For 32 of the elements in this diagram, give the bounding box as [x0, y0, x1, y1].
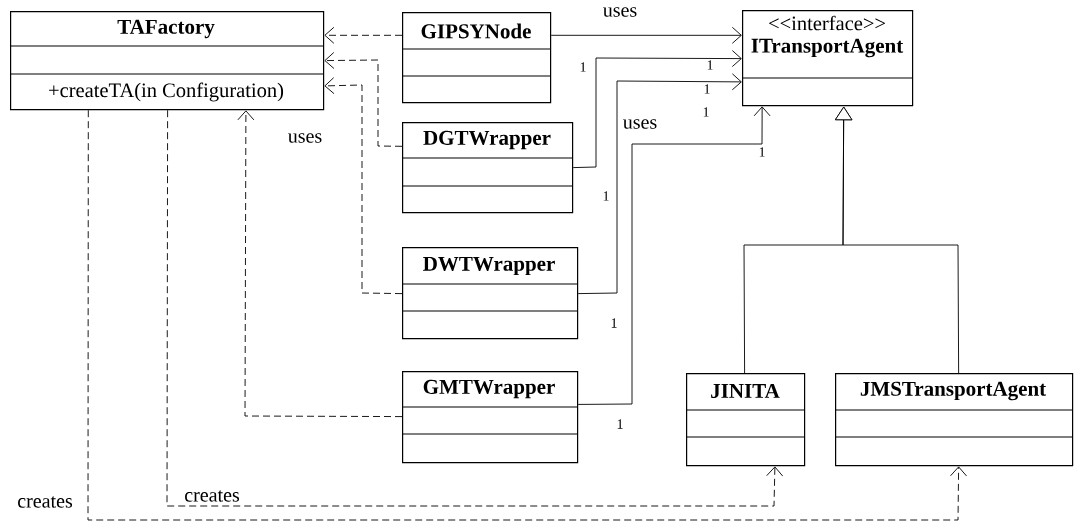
multiplicity-label: 1: [603, 191, 609, 201]
edge-label: creates: [183, 489, 241, 503]
class-box: DWTWrapper: [401, 247, 579, 340]
class-box: <<interface>> ITransportAgent: [741, 10, 914, 107]
multiplicity-label: 1: [617, 419, 623, 429]
association-arrow: [577, 106, 771, 405]
class-box: JINITA: [685, 373, 806, 467]
multiplicity-label: 1: [759, 147, 765, 157]
association-arrow: [550, 26, 742, 44]
generalization-arrow: [834, 106, 960, 374]
edge-label: uses: [286, 132, 324, 144]
dependency-arrow: [166, 109, 784, 507]
edge-label: creates: [16, 495, 74, 509]
edge-label: uses: [601, 6, 639, 18]
class-box: JMSTransportAgent: [834, 373, 1074, 467]
multiplicity-label: 1: [580, 62, 586, 72]
association-arrow: [572, 50, 742, 169]
class-box: GIPSYNode: [401, 12, 552, 104]
dependency-arrow: [237, 110, 403, 418]
dependency-arrow: [324, 26, 403, 44]
dependency-arrow: [324, 52, 403, 147]
multiplicity-label: 1: [611, 318, 617, 328]
association-arrow: [577, 73, 742, 295]
multiplicity-label: 1: [704, 84, 710, 94]
multiplicity-label: 1: [707, 60, 713, 70]
class-box: DGTWrapper: [401, 122, 574, 214]
edge-label: uses: [621, 118, 659, 130]
dependency-arrow: [87, 109, 967, 521]
dependency-arrow: [324, 77, 403, 295]
multiplicity-label: 1: [703, 107, 709, 117]
class-box: GMTWrapper: [401, 371, 579, 464]
class-box: TAFactory +createTA(in Configuration): [9, 11, 325, 111]
